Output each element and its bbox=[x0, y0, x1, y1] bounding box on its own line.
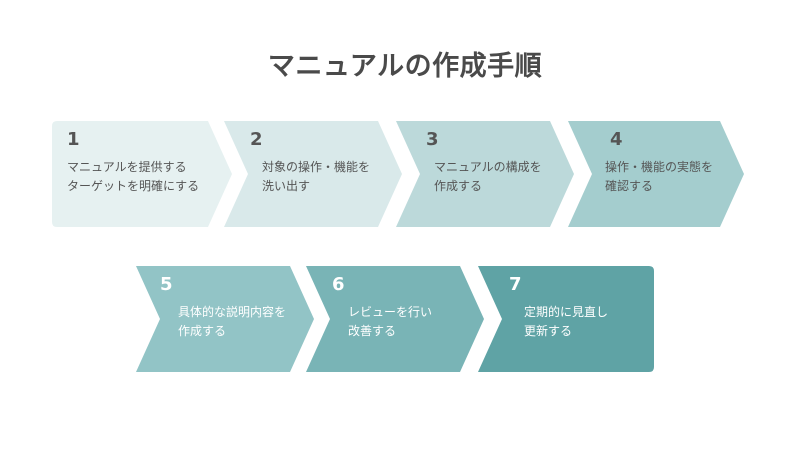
step-number: 5 bbox=[160, 274, 173, 295]
step-description-line: マニュアルを提供する bbox=[67, 159, 187, 174]
step-description-line: 改善する bbox=[348, 323, 396, 338]
step-description-line: 作成する bbox=[434, 179, 482, 193]
step-chevron-shape bbox=[136, 266, 314, 372]
step-number: 1 bbox=[67, 129, 80, 150]
step-chevron-shape bbox=[224, 121, 402, 227]
step-number: 3 bbox=[426, 129, 439, 150]
step-number: 4 bbox=[610, 129, 623, 150]
step-description-line: 洗い出す bbox=[262, 179, 310, 193]
step-chevron-shape bbox=[52, 121, 232, 227]
step-description-line: ターゲットを明確にする bbox=[67, 178, 199, 193]
step-description-line: 更新する bbox=[524, 323, 572, 338]
step-chevron-shape bbox=[396, 121, 574, 227]
step-chevron-shape bbox=[568, 121, 744, 227]
step-number: 2 bbox=[250, 129, 263, 150]
step-description-line: 定期的に見直し bbox=[524, 304, 608, 319]
step-description-line: 作成する bbox=[178, 324, 226, 338]
step-description-line: マニュアルの構成を bbox=[434, 160, 542, 174]
step-description-line: 確認する bbox=[605, 178, 653, 193]
step-description-line: 対象の操作・機能を bbox=[262, 159, 370, 174]
step-number: 6 bbox=[332, 274, 345, 295]
step-chevron-shape bbox=[478, 266, 654, 372]
step-description-line: 操作・機能の実態を bbox=[605, 159, 713, 174]
page-title: マニュアルの作成手順 bbox=[267, 51, 543, 82]
step-chevron-shape bbox=[306, 266, 484, 372]
step-number: 7 bbox=[509, 274, 522, 295]
step-description-line: レビューを行い bbox=[348, 305, 432, 319]
step-description-line: 具体的な説明内容を bbox=[178, 304, 286, 319]
